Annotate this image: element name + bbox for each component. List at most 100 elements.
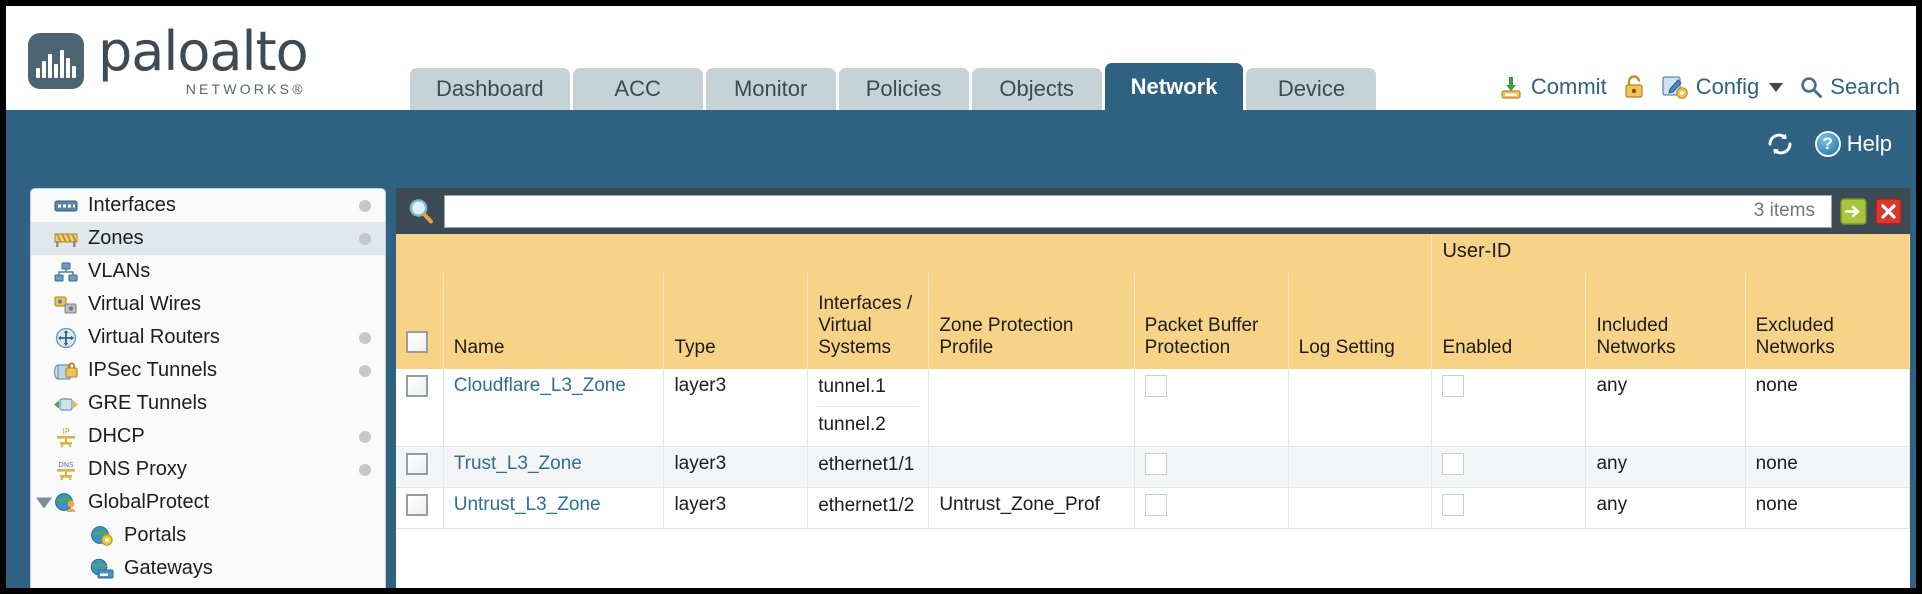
cell-zone-protection-profile: Untrust_Zone_Prof [928, 487, 1135, 529]
search-button[interactable]: Search [1799, 74, 1900, 100]
svg-text:IP: IP [63, 427, 70, 436]
search-toolbar: 3 items [396, 188, 1910, 234]
cell-packet-buffer-protection [1134, 369, 1289, 447]
interface-list: tunnel.1 tunnel.2 [818, 375, 919, 440]
sidebar-item-portals[interactable]: Portals [31, 519, 385, 552]
sidebar-item-vlans[interactable]: VLANs [31, 255, 385, 288]
zones-icon [53, 228, 79, 250]
apply-filter-button[interactable] [1840, 197, 1867, 225]
sidebar-item-zones[interactable]: Zones [31, 222, 385, 255]
portals-icon [89, 525, 115, 547]
config-wrench-icon [1662, 76, 1688, 99]
interface-list: ethernet1/1 [818, 453, 918, 480]
sidebar-item-label: Gateways [124, 557, 213, 579]
refresh-icon[interactable] [1765, 131, 1795, 157]
config-menu-button[interactable]: Config [1661, 74, 1784, 100]
tab-policies[interactable]: Policies [838, 68, 969, 110]
tab-device[interactable]: Device [1246, 68, 1377, 110]
commit-icon [1501, 77, 1521, 99]
tab-objects[interactable]: Objects [971, 68, 1102, 110]
cell-interfaces: tunnel.1 tunnel.2 [807, 369, 930, 447]
sidebar-item-gateways[interactable]: Gateways [31, 552, 385, 585]
col-header-packet-buffer-protection[interactable]: Packet Buffer Protection [1134, 273, 1289, 369]
row-checkbox[interactable] [406, 494, 428, 516]
cell-userid-enabled [1431, 446, 1587, 488]
cell-log-setting [1288, 446, 1433, 488]
col-header-userid-enabled[interactable]: Enabled [1431, 273, 1587, 369]
help-button[interactable]: ? Help [1814, 131, 1892, 157]
tab-dashboard[interactable]: Dashboard [410, 68, 570, 110]
col-header-type[interactable]: Type [663, 273, 809, 369]
config-label: Config [1695, 74, 1760, 99]
ipsec-tunnels-icon [53, 360, 79, 382]
zones-panel: 3 items [396, 188, 1910, 588]
cell-included-networks: any [1585, 487, 1746, 529]
packet-buffer-protection-checkbox[interactable] [1144, 375, 1167, 397]
zone-name-link[interactable]: Untrust_L3_Zone [453, 494, 601, 515]
gateways-icon [89, 558, 115, 580]
interfaces-icon [53, 195, 79, 217]
cell-name: Trust_L3_Zone [443, 446, 665, 488]
table-row[interactable]: Trust_L3_Zone layer3 ethernet1/1 [396, 446, 1910, 488]
table-row[interactable]: Cloudflare_L3_Zone layer3 tunnel.1 tunne… [396, 369, 1910, 447]
col-header-excluded-networks[interactable]: Excluded Networks [1745, 273, 1910, 369]
tab-acc[interactable]: ACC [572, 68, 703, 110]
sidebar-item-globalprotect[interactable]: GlobalProtect [31, 486, 385, 519]
zone-name-link[interactable]: Trust_L3_Zone [453, 453, 582, 474]
interface-item: tunnel.2 [818, 406, 919, 440]
network-sidebar: Interfaces Zones VLANs Vir [30, 188, 386, 588]
sidebar-item-interfaces[interactable]: Interfaces [31, 189, 385, 222]
vlans-icon [53, 261, 79, 283]
table-row[interactable]: Untrust_L3_Zone layer3 ethernet1/2 Untru… [396, 487, 1910, 529]
sidebar-item-label: GlobalProtect [88, 491, 210, 513]
interface-item: ethernet1/1 [818, 454, 915, 475]
sidebar-item-dns-proxy[interactable]: DNS DNS Proxy [31, 453, 385, 486]
lock-button[interactable] [1623, 74, 1645, 100]
tab-network[interactable]: Network [1104, 63, 1244, 110]
cell-name: Cloudflare_L3_Zone [443, 369, 665, 447]
cell-zone-protection-profile [928, 446, 1135, 488]
cell-userid-enabled [1431, 369, 1587, 447]
col-header-included-networks[interactable]: Included Networks [1585, 273, 1746, 369]
col-header-name[interactable]: Name [443, 273, 665, 369]
select-all-header [396, 273, 444, 369]
sidebar-item-virtual-routers[interactable]: Virtual Routers [31, 321, 385, 354]
userid-enabled-checkbox[interactable] [1442, 375, 1465, 397]
virtual-routers-icon [53, 327, 79, 349]
brand-name: paloalto [98, 20, 309, 83]
col-header-log-setting[interactable]: Log Setting [1288, 273, 1433, 369]
search-input[interactable] [455, 200, 1754, 222]
chevron-down-icon [1769, 82, 1784, 92]
status-dot [359, 364, 371, 377]
select-all-checkbox[interactable] [406, 331, 428, 353]
userid-enabled-checkbox[interactable] [1442, 453, 1465, 475]
col-header-interfaces[interactable]: Interfaces / Virtual Systems [807, 273, 930, 369]
dns-proxy-icon: DNS [53, 459, 79, 481]
commit-button[interactable]: Commit [1498, 74, 1607, 100]
content-area: Interfaces Zones VLANs Vir [6, 178, 1916, 588]
col-header-zone-protection-profile[interactable]: Zone Protection Profile [928, 273, 1135, 369]
zone-name-link[interactable]: Cloudflare_L3_Zone [453, 375, 626, 396]
packet-buffer-protection-checkbox[interactable] [1144, 494, 1167, 516]
status-dot [359, 430, 371, 443]
sidebar-item-gre-tunnels[interactable]: GRE Tunnels [31, 387, 385, 420]
sidebar-item-label: Virtual Wires [88, 293, 201, 315]
cell-type: layer3 [663, 487, 809, 529]
sidebar-item-dhcp[interactable]: IP DHCP [31, 420, 385, 453]
packet-buffer-protection-checkbox[interactable] [1144, 453, 1167, 475]
clear-filter-button[interactable] [1875, 197, 1902, 225]
status-dot [359, 463, 371, 476]
row-select-cell [396, 487, 444, 529]
sidebar-item-label: Zones [88, 227, 144, 249]
userid-enabled-checkbox[interactable] [1442, 494, 1465, 516]
expander-triangle-icon[interactable] [36, 497, 52, 508]
row-checkbox[interactable] [406, 375, 428, 397]
sidebar-item-ipsec-tunnels[interactable]: IPSec Tunnels [31, 354, 385, 387]
row-checkbox[interactable] [406, 453, 428, 475]
sidebar-item-virtual-wires[interactable]: Virtual Wires [31, 288, 385, 321]
tab-monitor[interactable]: Monitor [705, 68, 836, 110]
group-header-spacer [396, 234, 1433, 273]
search-icon[interactable] [406, 196, 436, 226]
status-dot [359, 232, 371, 245]
